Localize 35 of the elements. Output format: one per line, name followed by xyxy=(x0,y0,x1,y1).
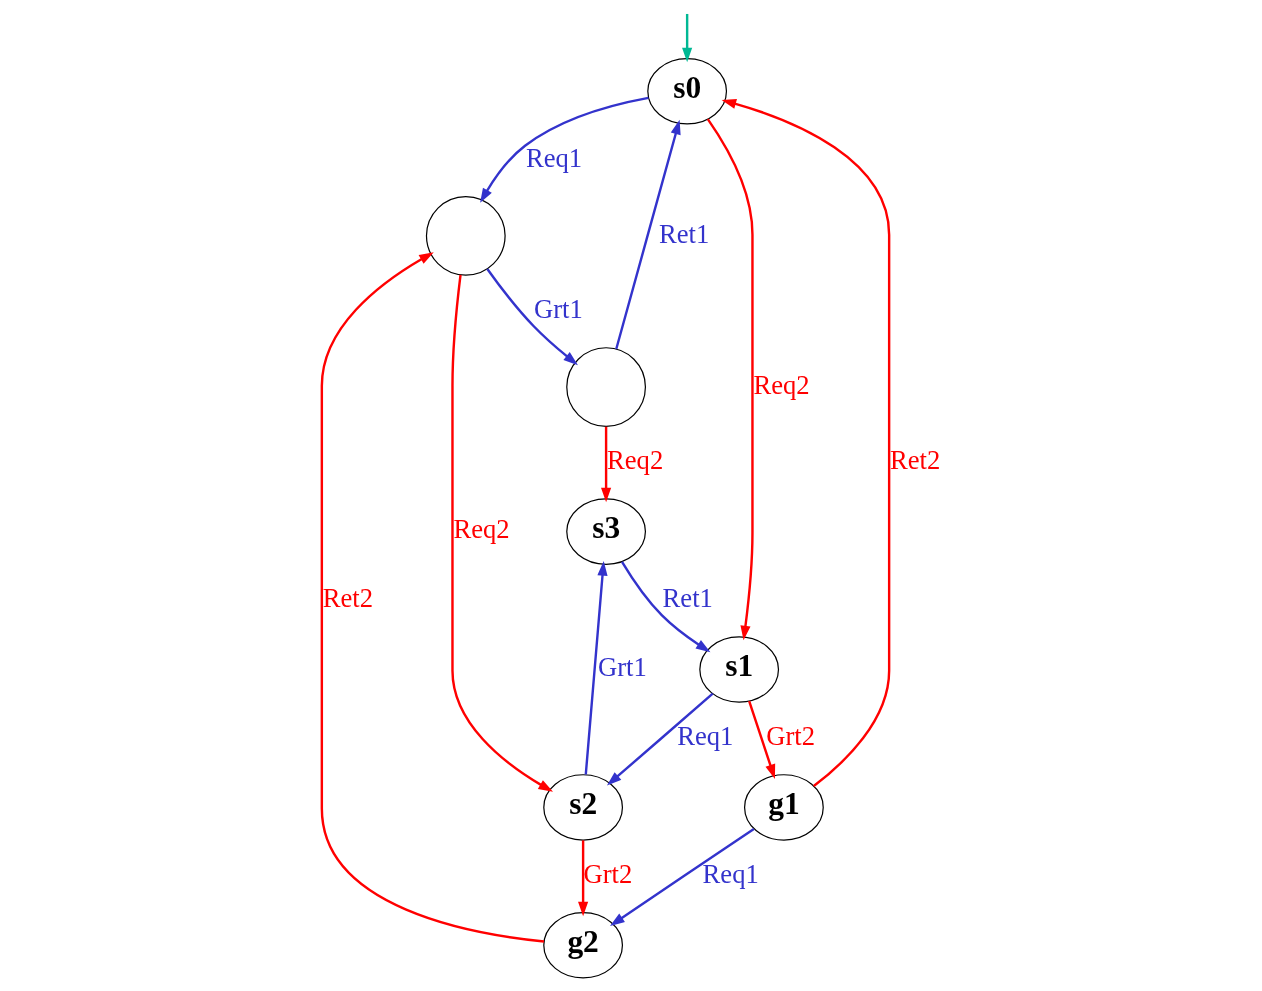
edge-label: Req1 xyxy=(525,143,582,174)
edge-label: Req2 xyxy=(752,369,810,400)
node-ellipse: g1 xyxy=(743,774,824,841)
node-ellipse: s1 xyxy=(698,636,779,703)
edge-label: Req1 xyxy=(702,859,759,890)
arrow xyxy=(706,118,754,641)
node-circle xyxy=(565,347,646,427)
arrow xyxy=(479,96,649,203)
arrow xyxy=(485,268,578,366)
arrow xyxy=(721,98,890,788)
arrow xyxy=(747,700,775,779)
arrow xyxy=(614,119,681,350)
arrow xyxy=(577,840,588,917)
arrow xyxy=(620,561,710,653)
edge-label: Grt2 xyxy=(765,721,815,752)
arrow xyxy=(606,692,713,786)
arrow xyxy=(320,252,544,943)
arrow xyxy=(584,561,608,775)
edge-label: Ret1 xyxy=(662,583,713,614)
edge-label: Req2 xyxy=(452,514,510,545)
node-circle xyxy=(425,195,506,276)
edge-label: Grt1 xyxy=(597,652,647,683)
edge-label: Grt2 xyxy=(583,859,632,890)
arrow xyxy=(600,426,611,503)
arrow xyxy=(450,274,553,792)
edge-label: Ret2 xyxy=(889,445,940,476)
edge-label: Req1 xyxy=(676,721,733,752)
edge-label: Ret1 xyxy=(658,218,709,249)
edge-label: Grt1 xyxy=(533,294,583,325)
node-ellipse: s0 xyxy=(646,58,727,125)
arrow xyxy=(609,827,755,926)
edge-label: Ret2 xyxy=(322,583,373,614)
node-ellipse: s3 xyxy=(565,498,646,565)
edge-label: Req2 xyxy=(606,445,663,476)
arrow xyxy=(681,13,692,63)
